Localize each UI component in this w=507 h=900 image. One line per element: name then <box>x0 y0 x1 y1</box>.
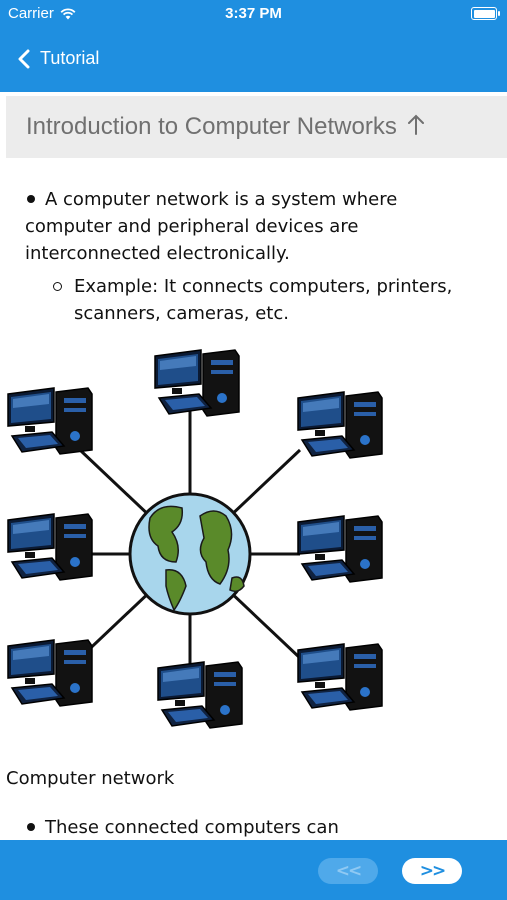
chevron-left-icon <box>18 49 30 68</box>
bullet-dot <box>27 823 35 831</box>
bottom-bar: << >> <box>0 840 507 900</box>
nav-bar: Tutorial <box>0 28 507 92</box>
status-left: Carrier <box>8 5 76 22</box>
sub-bullet-circle <box>53 282 62 291</box>
sub-bullet-line-2: scanners, cameras, etc. <box>74 303 289 324</box>
image-caption: Computer network <box>6 768 175 789</box>
next-button[interactable]: >> <box>402 858 462 884</box>
arrow-up-icon[interactable] <box>407 113 425 135</box>
previous-button[interactable]: << <box>318 858 378 884</box>
section-header[interactable]: Introduction to Computer Networks <box>6 96 507 158</box>
bullet-dot <box>27 195 35 203</box>
status-time: 3:37 PM <box>225 5 282 22</box>
back-label: Tutorial <box>40 48 100 68</box>
status-bar: Carrier 3:37 PM <box>0 0 507 28</box>
network-illustration <box>7 349 383 729</box>
bullet-line-3: interconnected electronically. <box>25 243 290 264</box>
wifi-icon <box>60 7 76 19</box>
section-title: Introduction to Computer Networks <box>26 113 397 140</box>
battery-icon <box>471 7 500 20</box>
carrier-label: Carrier <box>8 5 54 22</box>
bullet-line-2: computer and peripheral devices are <box>25 216 359 237</box>
back-button[interactable]: Tutorial <box>18 48 99 69</box>
bullet-2-text: These connected computers can <box>45 817 339 838</box>
sub-bullet-line-1: Example: It connects computers, printers… <box>74 276 453 297</box>
bullet-line-1: A computer network is a system where <box>45 189 398 210</box>
